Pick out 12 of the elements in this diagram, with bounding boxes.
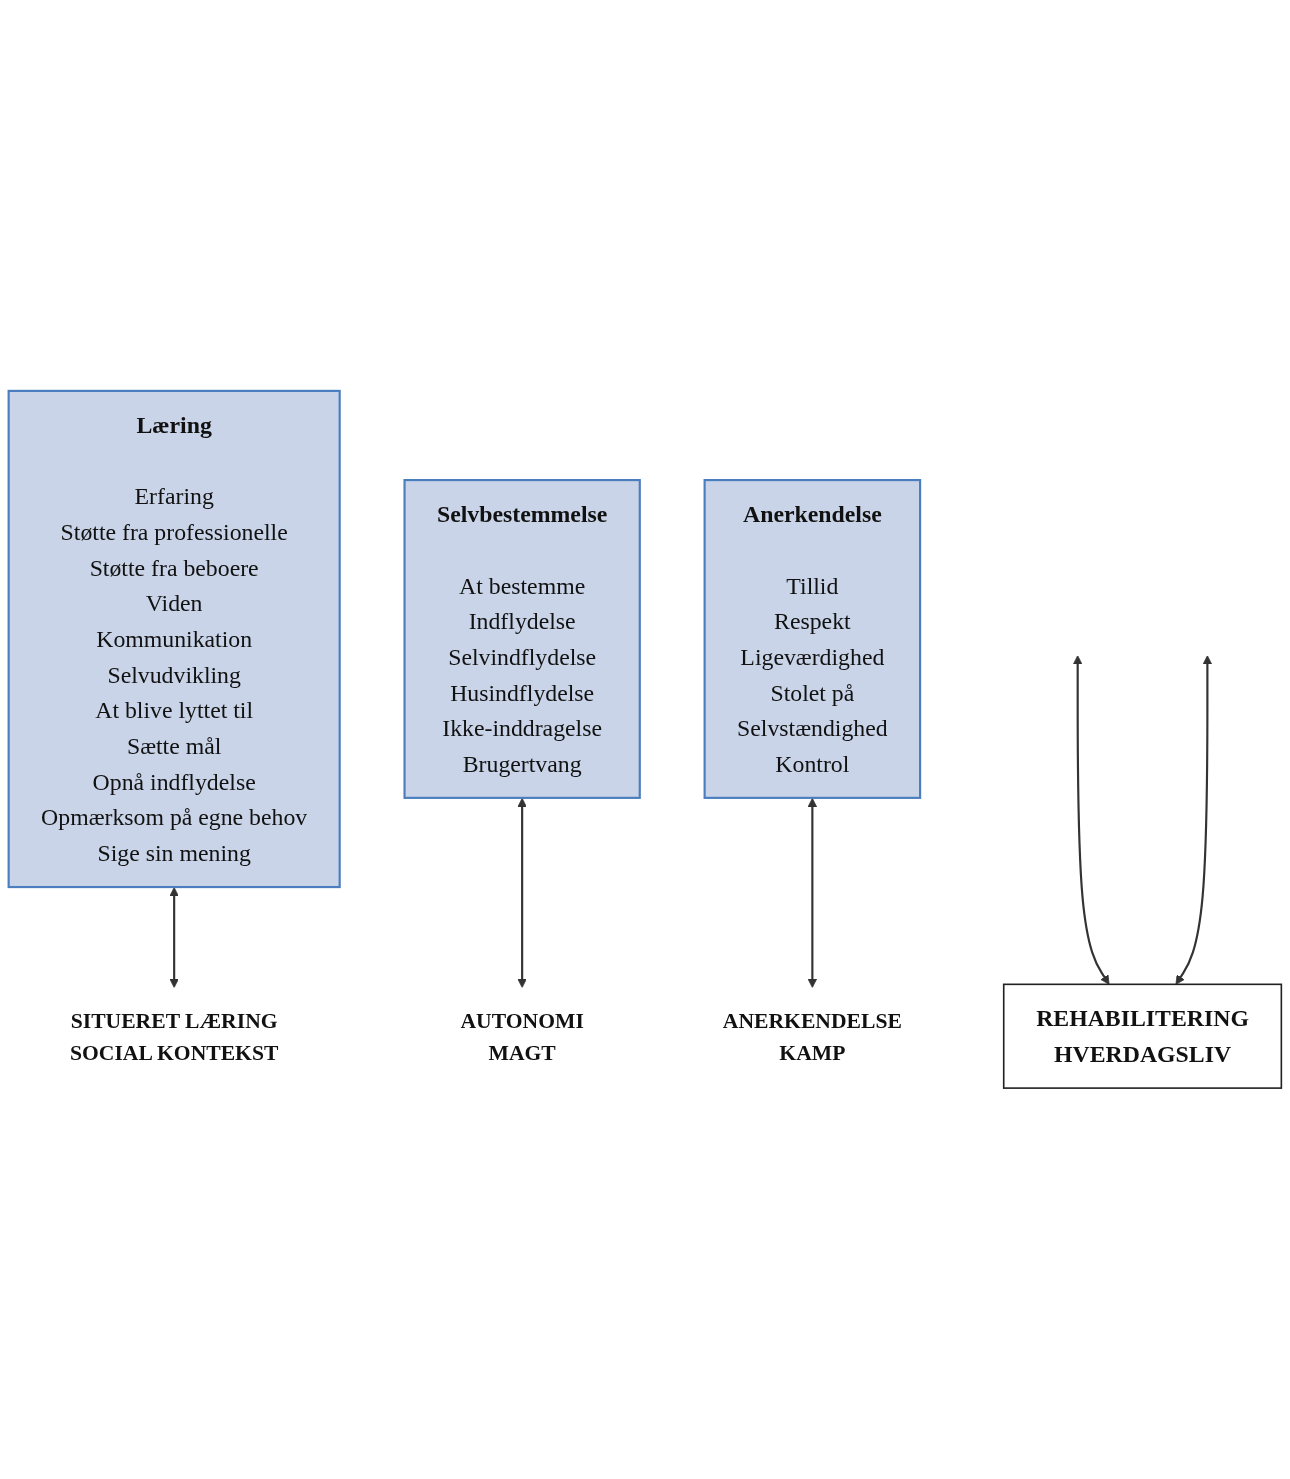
node-text: SITUERET LÆRING SOCIAL KONTEKST xyxy=(69,1008,279,1065)
node-box: Anerkendelse Tillid Respekt Ligeværdighed Stolet på Selvstændighed Kontrol xyxy=(703,479,922,799)
arrow xyxy=(1072,655,1110,985)
node-text: ANERKENDELSE KAMP xyxy=(722,1008,902,1065)
arrow xyxy=(1175,655,1213,985)
arrow xyxy=(517,797,527,988)
node-box: REHABILITERING HVERDAGSLIV xyxy=(1002,983,1283,1089)
node-box: Selvbestemmelse At bestemme Indflydelse Selvindflydelse Husindflydelse Ikke-inddragelse Brugertvang xyxy=(403,479,641,799)
arrow xyxy=(807,797,818,988)
node-text: AUTONOMI MAGT xyxy=(460,1008,584,1065)
node-box: Læring Erfaring Støtte fra professionelle Støtte fra beboere Viden Kommunikation Selvudvikling At blive lyttet til Sætte mål Opnå indflydelse Opmærksom på egne behov Sige sin mening xyxy=(7,389,341,889)
arrow xyxy=(169,887,179,988)
